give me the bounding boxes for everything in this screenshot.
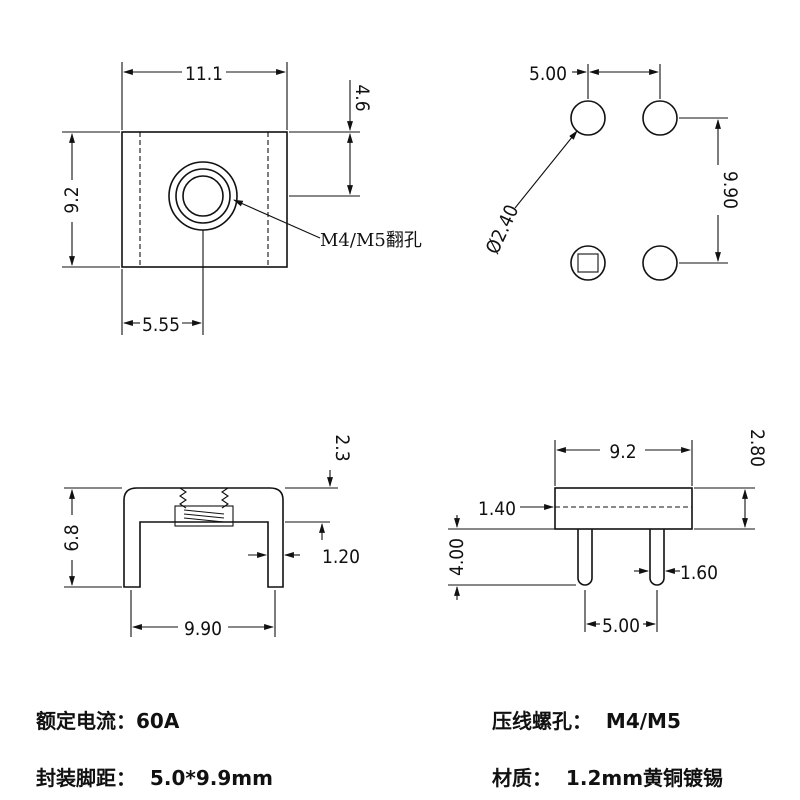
top-view: 11.1 9.2 4.6 5.55 M4/M5翻孔 [61,62,422,336]
side-view: 9.2 2.80 1.40 4.00 1.60 5.00 [446,429,768,637]
dim-side-width-9-2: 9.2 [609,441,636,463]
dim-pitch-5-00-top: 5.00 [529,63,567,85]
nut-insert [174,505,234,527]
dim-leg-length-4-00: 4.00 [446,538,468,576]
dim-height-9-2: 9.2 [61,186,83,213]
pin-hole-bottom-right [642,245,678,281]
dim-top-thickness-2-3: 2.3 [331,434,353,461]
dim-width-11-1: 11.1 [185,63,223,85]
pin-hole-top-right [642,100,678,136]
dim-leg-width-1-60: 1.60 [680,562,718,584]
hole-outer-ring [168,161,238,231]
dim-hole-diameter: Ø2.40 [482,201,524,257]
spec-pin-pitch: 封装脚距： 5.0*9.9mm [36,766,273,790]
dim-side-pitch-5-00: 5.00 [602,615,640,637]
side-leg-right [649,529,665,586]
pin-square-marker [577,253,599,273]
dim-pitch-9-90: 9.90 [719,171,741,209]
spec-screw-hole: 压线螺孔： M4/M5 [492,709,681,733]
front-view-outline [123,487,284,588]
spec-material: 材质： 1.2mm黄铜镀锡 [492,766,724,790]
top-view-outline [121,131,288,268]
dim-hole-offset-4-6: 4.6 [351,84,373,111]
dim-side-height-2-80: 2.80 [746,429,768,467]
side-view-body [554,487,693,530]
hole-note: M4/M5翻孔 [320,230,422,251]
pin-hole-bottom-left [570,245,606,281]
dim-step-1-40: 1.40 [478,498,516,520]
threaded-hole [182,175,224,217]
dim-leg-1-20: 1.20 [322,546,360,568]
front-view: 6.8 9.90 2.3 1.20 [61,434,360,640]
thread-lines [179,487,229,523]
pin-layout-view: 5.00 9.90 Ø2.40 [482,63,741,281]
dim-front-height-6-8: 6.8 [61,524,83,551]
pin-hole-top-left [570,100,606,136]
spec-rated-current: 额定电流：60A [36,709,180,733]
side-leg-left [577,529,593,586]
dim-hole-x-5-55: 5.55 [142,314,180,336]
dim-front-span-9-90: 9.90 [184,618,222,640]
